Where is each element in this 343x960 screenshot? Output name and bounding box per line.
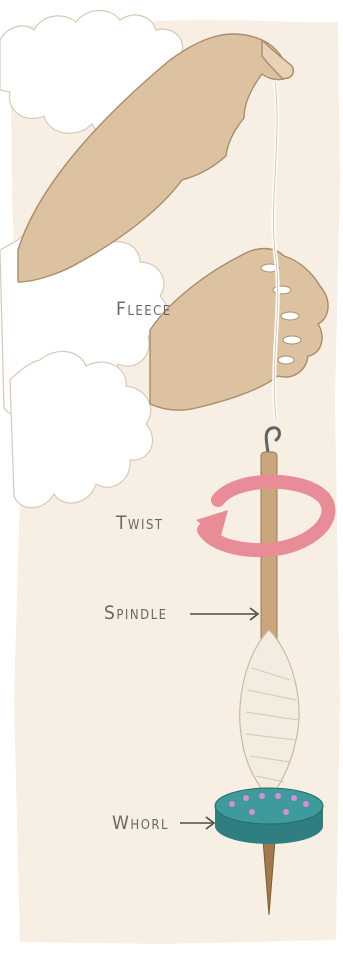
twist-label: Twist <box>116 512 164 534</box>
whorl-label: Whorl <box>112 812 169 834</box>
whorl-icon <box>215 788 323 844</box>
fleece-label: Fleece <box>116 298 172 320</box>
spindle-label: Spindle <box>104 602 168 624</box>
